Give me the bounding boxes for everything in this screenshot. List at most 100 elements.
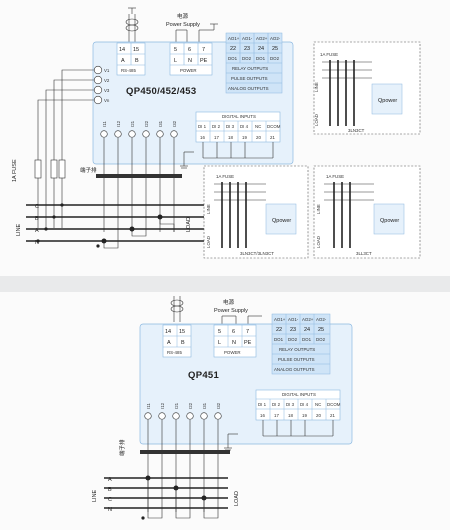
mini1-brand: Qpower — [378, 98, 397, 104]
mini1-line-label: LINE — [314, 82, 319, 92]
svg-text:I12: I12 — [160, 402, 165, 409]
aux-output-block: AO1+ AO1- AO2+ AO2- 22 23 24 25 DO1 DO2 … — [271, 313, 331, 375]
terminal-i21: I21 — [172, 402, 180, 420]
di-label-dcom: DCOM — [267, 124, 281, 129]
aux-do-4: DO2 — [270, 56, 280, 61]
aux-num-4: 25 — [272, 46, 278, 52]
power-terminal-block: 5 6 7 L N PE POWER — [213, 324, 257, 358]
di-label-4: DI 4 — [300, 402, 309, 407]
aux-do-1: DO1 — [274, 337, 284, 342]
model-name: QP450/452/453 — [126, 86, 196, 97]
aux-head-3: AO2+ — [302, 317, 314, 322]
aux-do-2: DO2 — [242, 56, 252, 61]
power-label: POWER — [180, 68, 197, 73]
rs485-pin-a: A — [121, 58, 125, 64]
mini1-caption: 3LN3CT — [348, 128, 365, 133]
rs485-shield-icon — [170, 296, 184, 322]
aux-do-3: DO1 — [256, 56, 266, 61]
aux-head-2: AO1- — [242, 36, 253, 41]
aux-head-2: AO1- — [288, 317, 299, 322]
aux-num-2: 23 — [244, 46, 250, 52]
di-label-nc: NC — [315, 402, 321, 407]
terminal-block-bar — [96, 174, 182, 178]
current-transformers — [96, 214, 175, 249]
di-num-19: 19 — [242, 135, 247, 140]
rs485-terminal-14: 14 — [119, 47, 125, 53]
top-wiring-diagram: 电源 Power Supply 14 15 A B RS-485 5 6 7 L… — [12, 7, 421, 259]
power-supply-en: Power Supply — [166, 22, 200, 28]
relay-outputs-label: RELAY OUTPUTS — [232, 66, 268, 71]
pulse-outputs-label: PULSE OUTPUTS — [278, 357, 315, 362]
digital-inputs-label: DIGITAL INPUTS — [222, 114, 256, 119]
power-pin-pe: PE — [200, 58, 208, 64]
panel-separator — [0, 276, 450, 292]
relay-outputs-label: RELAY OUTPUTS — [279, 347, 315, 352]
power-pin-l: L — [174, 58, 177, 64]
top-wiring-panel: 电源 Power Supply 14 15 A B RS-485 5 6 7 L… — [12, 7, 421, 259]
mini3-caption: 3LL3CT — [356, 251, 372, 256]
rs485-terminal-block: 14 15 A B RS-485 — [116, 42, 146, 76]
terminal-i12: I12 — [114, 120, 122, 138]
fuse-label: 1A FUSE — [12, 159, 18, 182]
three-phase-bus — [26, 203, 232, 243]
power-pin-pe: PE — [244, 340, 252, 346]
bottom-wiring-diagram: 电源 Power Supply 14 15 A B RS-485 5 6 7 L… — [92, 296, 353, 520]
terminal-block-bar — [140, 450, 230, 454]
terminal-i31: I31 — [200, 402, 208, 420]
mini3-line-label: LINE — [316, 204, 321, 214]
aux-num-1: 22 — [230, 46, 236, 52]
phase-n-label: N — [108, 507, 112, 513]
mini2-fuse-label: 1A FUSE — [216, 174, 234, 179]
mini3-brand: Qpower — [380, 218, 399, 224]
phase-b-label: B — [35, 216, 39, 222]
power-supply-en: Power Supply — [214, 308, 248, 314]
power-terminal-7: 7 — [202, 47, 205, 53]
aux-num-4: 25 — [318, 327, 324, 333]
svg-text:I21: I21 — [174, 402, 179, 409]
di-num-21: 21 — [270, 135, 275, 140]
mini2-brand: Qpower — [272, 218, 291, 224]
di-num-18: 18 — [228, 135, 233, 140]
v1-label: V1 — [104, 68, 110, 73]
terminal-i22: I22 — [142, 120, 150, 138]
svg-text:I12: I12 — [116, 120, 121, 127]
power-terminal-5: 5 — [174, 47, 177, 53]
vn-label: Vn — [104, 98, 110, 103]
aux-do-1: DO1 — [228, 56, 238, 61]
power-terminal-block: 5 6 7 L N PE POWER — [169, 42, 213, 76]
di-label-1: DI 1 — [258, 402, 267, 407]
aux-do-4: DO2 — [316, 337, 326, 342]
rs485-pin-b: B — [135, 58, 139, 64]
terminal-i21: I21 — [128, 120, 136, 138]
v3-label: V3 — [104, 88, 110, 93]
digital-inputs-label: DIGITAL INPUTS — [282, 392, 316, 397]
aux-head-3: AO2+ — [256, 36, 268, 41]
phase-c-label: C — [35, 204, 39, 210]
power-switch-icon — [221, 315, 262, 324]
svg-text:I22: I22 — [144, 120, 149, 127]
pulse-outputs-label: PULSE OUTPUTS — [231, 76, 268, 81]
power-pin-l: L — [218, 340, 221, 346]
fuse-icons — [34, 159, 66, 179]
power-terminal-5: 5 — [218, 329, 221, 335]
model-name: QP451 — [188, 370, 219, 381]
di-label-nc: NC — [255, 124, 261, 129]
mini1-fuse-label: 1A FUSE — [320, 52, 338, 57]
svg-text:I32: I32 — [172, 120, 177, 127]
rs485-label: RS-485 — [121, 68, 136, 73]
di-label-3: DI 3 — [226, 124, 235, 129]
power-terminal-6: 6 — [232, 329, 235, 335]
phase-a-label: A — [35, 228, 39, 234]
aux-head-1: AO1+ — [228, 36, 240, 41]
voltage-input-terminals: V1 V2 V3 Vn — [93, 65, 110, 105]
terminal-i12: I12 — [158, 402, 166, 420]
di-num-20: 20 — [256, 135, 261, 140]
v2-label: V2 — [104, 78, 110, 83]
mini2-caption: 3LN3CT/3LN3CT — [240, 251, 274, 256]
ground-icon — [180, 151, 194, 169]
aux-num-3: 24 — [304, 327, 310, 333]
three-phase-bus — [104, 477, 228, 509]
di-num-18: 18 — [288, 413, 293, 418]
svg-text:I32: I32 — [216, 402, 221, 409]
di-num-17: 17 — [214, 135, 219, 140]
